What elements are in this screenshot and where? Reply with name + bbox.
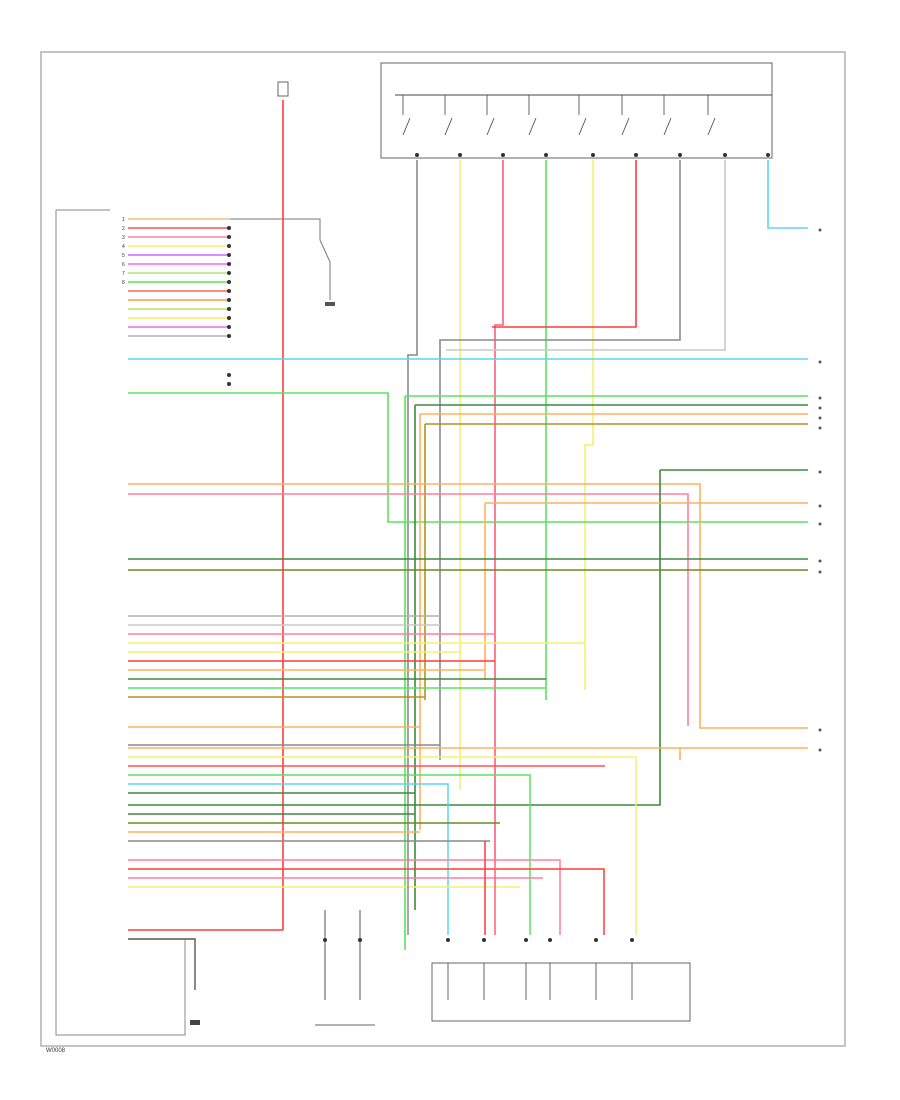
pin-number: 6 xyxy=(122,262,125,268)
lower-right-contacts xyxy=(447,963,633,1000)
connector-pin-rows xyxy=(128,218,230,337)
lower-left-wiring xyxy=(128,929,283,990)
pin-number: 5 xyxy=(122,253,125,259)
block3-wires xyxy=(128,726,637,935)
right-edge-pins xyxy=(818,228,822,752)
block4-wires xyxy=(128,841,605,935)
pin-number: 3 xyxy=(122,235,125,241)
pin-number: 1 xyxy=(122,217,125,223)
switch-module xyxy=(380,62,773,159)
lower-middle-module xyxy=(315,910,375,1026)
ground-point xyxy=(190,1020,200,1025)
lower-right-terminals xyxy=(323,938,634,942)
pin-number: 7 xyxy=(122,271,125,277)
ground-bracket xyxy=(230,218,331,300)
ground-symbol xyxy=(325,302,335,306)
main-module-outline xyxy=(55,209,186,1036)
pin-number: 2 xyxy=(122,226,125,232)
fuse-symbol xyxy=(277,81,289,97)
block2-wires xyxy=(128,615,585,698)
pin-number: 8 xyxy=(122,280,125,286)
pin-number: 4 xyxy=(122,244,125,250)
lower-right-module xyxy=(431,962,691,1022)
connector-pin-dots xyxy=(227,226,231,386)
switch-terminals xyxy=(415,153,770,157)
left-pin-numbers: 1 2 3 4 5 6 7 8 xyxy=(122,217,125,286)
harness-wires xyxy=(128,358,808,950)
diagram-border xyxy=(40,51,846,1047)
diagram-id: W0008 xyxy=(46,1048,66,1054)
switch-output-wires xyxy=(407,160,808,860)
switch-contacts xyxy=(395,94,772,136)
